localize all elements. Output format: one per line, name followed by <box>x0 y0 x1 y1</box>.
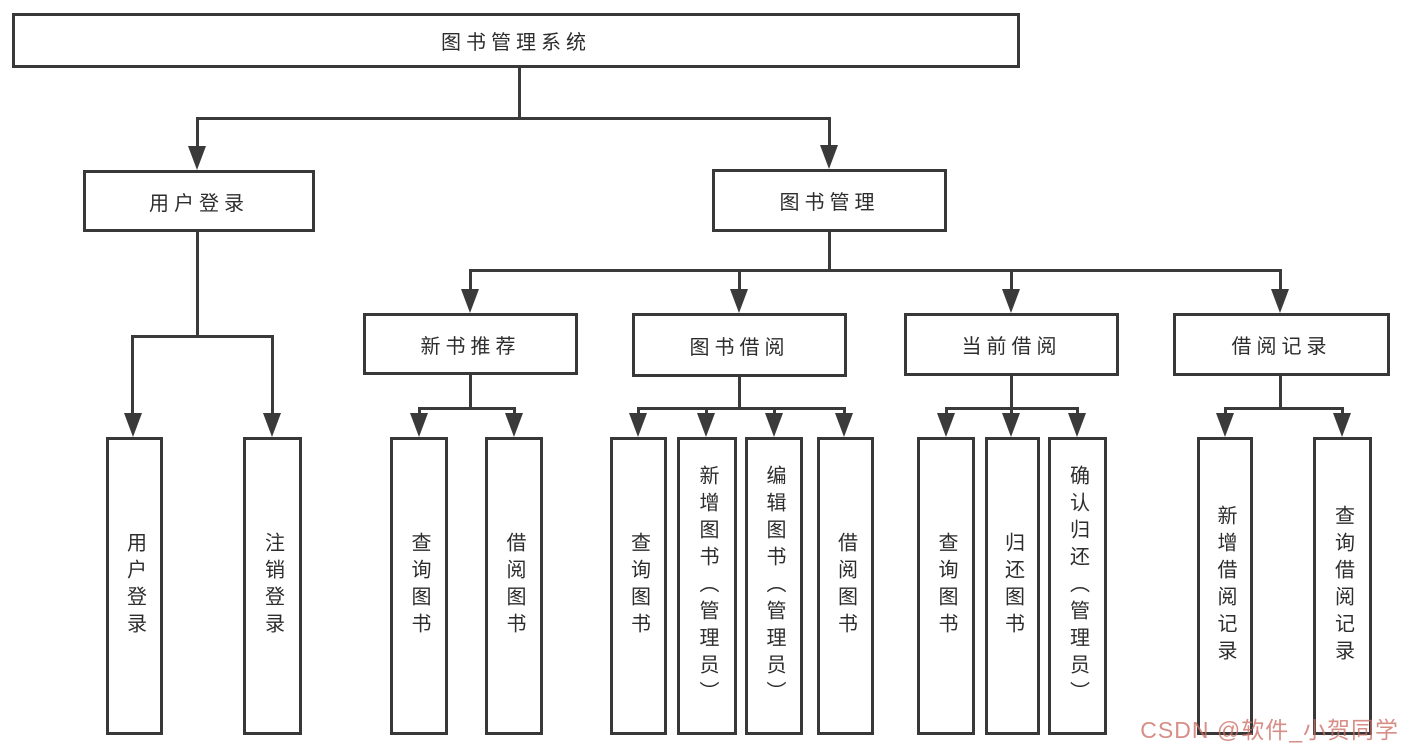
leaf-add-book-admin: 新增图书（管理员） <box>677 437 737 735</box>
connector-stub <box>773 407 776 415</box>
connector-stub <box>637 407 640 415</box>
leaf-query-books-current: 查询图书 <box>917 437 975 735</box>
arrowhead-leaf <box>505 413 523 437</box>
leaf-user-login: 用户登录 <box>106 437 163 735</box>
node-book-management: 图书管理 <box>712 169 947 232</box>
leaf-borrow-books-borrow: 借阅图书 <box>817 437 874 735</box>
arrowhead-leaf <box>1068 413 1086 437</box>
connector-level2-bar <box>196 117 831 120</box>
connector-stub <box>1010 407 1013 415</box>
arrowhead-book-management <box>820 145 838 169</box>
arrowhead-leaf <box>629 413 647 437</box>
csdn-watermark: CSDN @软件_小贺同学 <box>1140 717 1399 743</box>
arrowhead-recommend <box>461 289 479 313</box>
connector-management-drop <box>828 232 831 271</box>
arrowhead-leaf <box>835 413 853 437</box>
arrowhead-current <box>1002 289 1020 313</box>
node-current-borrow: 当前借阅 <box>904 313 1119 376</box>
connector-to-leaf-logout <box>271 335 274 415</box>
connector-stub <box>1076 407 1079 415</box>
leaf-confirm-return-admin: 确认归还（管理员） <box>1048 437 1107 735</box>
connector-borrow-bar <box>637 407 846 410</box>
node-new-book-recommend: 新书推荐 <box>363 313 578 375</box>
leaf-query-borrow-record: 查询借阅记录 <box>1313 437 1372 735</box>
connector-stub <box>418 407 421 415</box>
arrowhead-leaf <box>765 413 783 437</box>
arrowhead-leaf-logout <box>263 413 281 437</box>
leaf-add-borrow-record: 新增借阅记录 <box>1197 437 1253 735</box>
node-borrow-records: 借阅记录 <box>1173 313 1390 376</box>
node-user-login: 用户登录 <box>83 170 315 232</box>
connector-to-records <box>1279 269 1282 291</box>
connector-login-drop <box>196 232 199 337</box>
connector-login-bar <box>131 335 274 338</box>
arrowhead-leaf <box>410 413 428 437</box>
connector-to-borrow <box>738 269 741 291</box>
connector-records-drop <box>1279 376 1282 409</box>
arrowhead-leaf <box>1216 413 1234 437</box>
leaf-query-books-recommend: 查询图书 <box>390 437 448 735</box>
leaf-return-book: 归还图书 <box>985 437 1040 735</box>
connector-recommend-bar <box>418 407 516 410</box>
connector-stub <box>843 407 846 415</box>
connector-root-drop <box>518 68 521 119</box>
arrowhead-leaf <box>937 413 955 437</box>
connector-recommend-drop <box>469 375 472 409</box>
leaf-borrow-books-recommend: 借阅图书 <box>485 437 543 735</box>
connector-borrow-drop <box>738 377 741 409</box>
connector-stub <box>945 407 948 415</box>
connector-current-drop <box>1010 376 1013 409</box>
arrowhead-leaf-user-login <box>124 413 142 437</box>
connector-records-bar <box>1224 407 1343 410</box>
connector-to-book-management <box>828 117 831 148</box>
arrowhead-user-login <box>188 146 206 170</box>
arrowhead-borrow <box>730 289 748 313</box>
leaf-query-books-borrow: 查询图书 <box>610 437 667 735</box>
leaf-edit-book-admin: 编辑图书（管理员） <box>745 437 803 735</box>
connector-level3-bar <box>469 269 1282 272</box>
leaf-logout: 注销登录 <box>243 437 302 735</box>
connector-stub <box>513 407 516 415</box>
node-root: 图书管理系统 <box>12 13 1020 68</box>
connector-stub <box>705 407 708 415</box>
connector-to-current <box>1010 269 1013 291</box>
connector-stub <box>1224 407 1227 415</box>
connector-to-leaf-user-login <box>131 335 134 415</box>
arrowhead-leaf <box>697 413 715 437</box>
connector-stub <box>1341 407 1344 415</box>
arrowhead-leaf <box>1333 413 1351 437</box>
connector-to-user-login <box>196 117 199 149</box>
arrowhead-records <box>1271 289 1289 313</box>
arrowhead-leaf <box>1002 413 1020 437</box>
connector-to-recommend <box>469 269 472 291</box>
node-book-borrow: 图书借阅 <box>632 313 847 377</box>
